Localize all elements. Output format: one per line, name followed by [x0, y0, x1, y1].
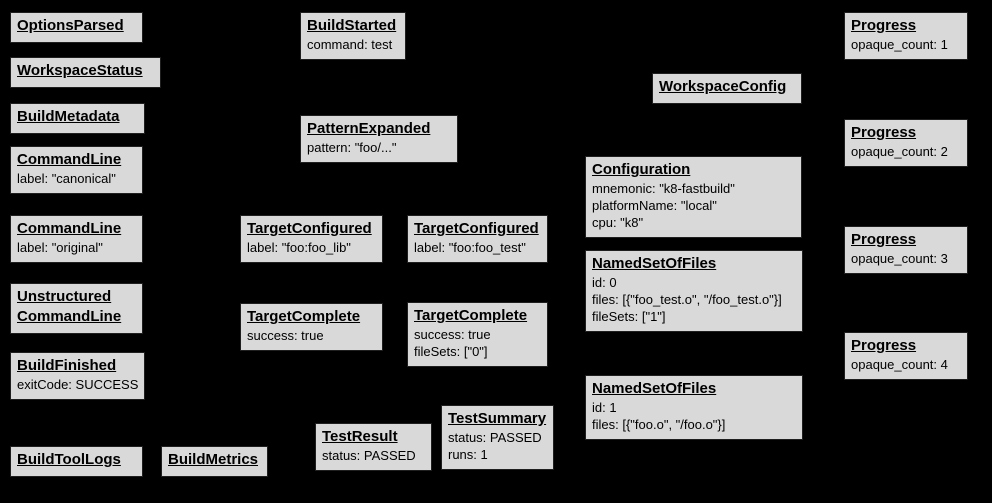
event-field: id: 1 — [592, 400, 617, 415]
event-box-progress-3: Progress opaque_count: 3 — [844, 226, 968, 274]
event-box-build-metadata: BuildMetadata — [10, 103, 145, 134]
event-title: Progress — [851, 231, 917, 248]
event-box-progress-1: Progress opaque_count: 1 — [844, 12, 968, 60]
event-box-command-line-canonical: CommandLine label: "canonical" — [10, 146, 143, 194]
event-title: CommandLine — [17, 220, 122, 237]
event-title: NamedSetOfFiles — [592, 255, 717, 272]
event-title: BuildFinished — [17, 357, 117, 374]
event-title: TargetComplete — [247, 308, 361, 325]
event-title: BuildStarted — [307, 17, 397, 34]
event-box-build-metrics: BuildMetrics — [161, 446, 268, 477]
event-box-pattern-expanded: PatternExpanded pattern: "foo/..." — [300, 115, 458, 163]
event-box-progress-2: Progress opaque_count: 2 — [844, 119, 968, 167]
event-field: status: PASSED — [448, 430, 542, 445]
event-field: status: PASSED — [322, 448, 416, 463]
event-title: NamedSetOfFiles — [592, 380, 717, 397]
event-field: success: true — [414, 327, 491, 342]
event-field: files: [{"foo_test.o", "/foo_test.o"}] — [592, 292, 782, 307]
event-box-workspace-config: WorkspaceConfig — [652, 73, 802, 104]
event-title: TestResult — [322, 428, 398, 445]
event-field: command: test — [307, 37, 393, 52]
event-box-workspace-status: WorkspaceStatus — [10, 57, 161, 88]
event-title: BuildMetadata — [17, 108, 120, 125]
event-box-command-line-original: CommandLine label: "original" — [10, 215, 143, 263]
event-box-target-configured-foo-test: TargetConfigured label: "foo:foo_test" — [407, 215, 548, 263]
event-box-named-set-of-files-1: NamedSetOfFiles id: 1 files: [{"foo.o", … — [585, 375, 803, 440]
event-title: TargetConfigured — [247, 220, 372, 237]
event-box-test-result: TestResult status: PASSED — [315, 423, 432, 471]
event-field: opaque_count: 3 — [851, 251, 948, 266]
event-field: label: "canonical" — [17, 171, 116, 186]
event-field: label: "original" — [17, 240, 103, 255]
event-title: CommandLine — [17, 151, 122, 168]
event-title: TestSummary — [448, 410, 547, 427]
event-field: cpu: "k8" — [592, 215, 644, 230]
event-field: id: 0 — [592, 275, 617, 290]
event-field: opaque_count: 4 — [851, 357, 948, 372]
event-box-build-finished: BuildFinished exitCode: SUCCESS — [10, 352, 145, 400]
event-field: success: true — [247, 328, 324, 343]
event-box-target-configured-foo-lib: TargetConfigured label: "foo:foo_lib" — [240, 215, 383, 263]
event-field: platformName: "local" — [592, 198, 717, 213]
event-field: opaque_count: 2 — [851, 144, 948, 159]
event-title: WorkspaceStatus — [17, 62, 143, 79]
event-title: WorkspaceConfig — [659, 78, 787, 95]
event-title: TargetConfigured — [414, 220, 539, 237]
event-field: fileSets: ["1"] — [592, 309, 666, 324]
event-field: files: [{"foo.o", "/foo.o"}] — [592, 417, 726, 432]
event-title: BuildToolLogs — [17, 451, 121, 468]
event-title: TargetComplete — [414, 307, 528, 324]
event-field: label: "foo:foo_test" — [414, 240, 526, 255]
event-box-target-complete-foo-test: TargetComplete success: true fileSets: [… — [407, 302, 548, 367]
event-field: opaque_count: 1 — [851, 37, 948, 52]
event-field: runs: 1 — [448, 447, 488, 462]
event-box-test-summary: TestSummary status: PASSED runs: 1 — [441, 405, 554, 470]
event-box-options-parsed: OptionsParsed — [10, 12, 143, 43]
event-field: label: "foo:foo_lib" — [247, 240, 351, 255]
event-field: fileSets: ["0"] — [414, 344, 488, 359]
event-box-build-tool-logs: BuildToolLogs — [10, 446, 143, 477]
event-title: Progress — [851, 124, 917, 141]
event-title: Configuration — [592, 161, 691, 178]
event-box-target-complete-foo-lib: TargetComplete success: true — [240, 303, 383, 351]
event-title: PatternExpanded — [307, 120, 431, 137]
event-field: exitCode: SUCCESS — [17, 377, 139, 392]
event-box-unstructured-command-line: Unstructured CommandLine — [10, 283, 143, 334]
event-title: OptionsParsed — [17, 17, 124, 34]
event-box-progress-4: Progress opaque_count: 4 — [844, 332, 968, 380]
event-field: mnemonic: "k8-fastbuild" — [592, 181, 735, 196]
event-title: Unstructured CommandLine — [17, 288, 122, 325]
event-title: BuildMetrics — [168, 451, 259, 468]
event-box-named-set-of-files-0: NamedSetOfFiles id: 0 files: [{"foo_test… — [585, 250, 803, 332]
event-title: Progress — [851, 337, 917, 354]
event-box-build-started: BuildStarted command: test — [300, 12, 406, 60]
event-box-configuration: Configuration mnemonic: "k8-fastbuild" p… — [585, 156, 802, 238]
event-field: pattern: "foo/..." — [307, 140, 397, 155]
event-title: Progress — [851, 17, 917, 34]
